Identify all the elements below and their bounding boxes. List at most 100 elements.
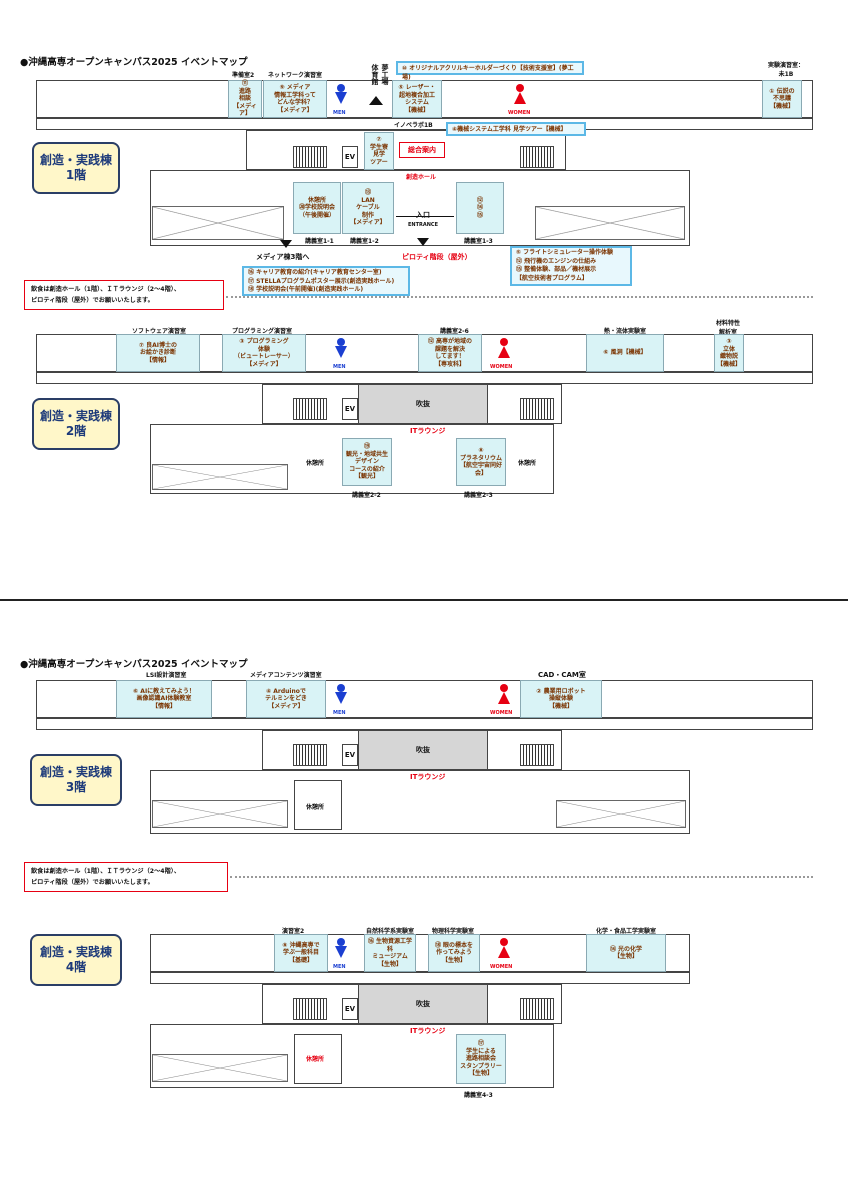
stairs-icon xyxy=(293,398,327,420)
building-name: 創造・実践棟 xyxy=(39,945,112,959)
women-restroom-icon xyxy=(498,684,510,708)
elevator: EV xyxy=(342,998,358,1020)
stairs-icon xyxy=(520,744,554,766)
building-floor4-sign: 創造・実践棟 4階 xyxy=(30,934,122,986)
info-flight: ⑤ フライトシミュレーター操作体験 ⑫ 飛行機のエンジンの仕組み ⑮ 整備体験、… xyxy=(510,246,632,286)
event-room-1[interactable]: ① 伝説の 不思議 【機械】 xyxy=(762,80,802,118)
rest-area-label: 休憩所 xyxy=(306,460,325,467)
room-label-lsi: LSI設計演習室 xyxy=(146,672,187,679)
rest-room-f3 xyxy=(294,780,342,830)
stairs-icon xyxy=(520,398,554,420)
room-label-material-sci: 物理科学実験室 xyxy=(432,928,475,935)
room-label-media-contents: メディアコンテンツ演習室 xyxy=(250,672,322,679)
event-room-16-f4[interactable]: ⑯ 生物資源工学科 ミュージアム 【生物】 xyxy=(364,934,416,972)
media-building-label: メディア棟3階へ xyxy=(256,253,310,261)
building-floor2-sign: 創造・実践棟 2階 xyxy=(32,398,120,450)
floor2-hatch-left xyxy=(152,464,288,490)
event-room-3-f2[interactable]: ③ プログラミング 体験 （ビュートレーサー） 【メディア】 xyxy=(222,334,306,372)
event-room-13b[interactable]: ⑫ ⑭ ⑮ xyxy=(456,182,504,234)
stairs-icon xyxy=(520,146,554,168)
info-keyholder: ⑩ オリジナルアクリルキーホルダーづくり【技術支援室】(夢工場) xyxy=(396,61,584,81)
room-label-software: ソフトウェア演習室 xyxy=(132,328,187,335)
down-arrow-icon xyxy=(417,238,429,246)
event-room-3b-f2[interactable]: ③ 立体 織物説 【機械】 xyxy=(714,334,744,372)
event-room-2-f3[interactable]: ② 農業用ロボット 操縦体験 【機械】 xyxy=(520,680,602,718)
event-room-6-f2[interactable]: ⑥ 風洞【機械】 xyxy=(586,334,664,372)
room-label-material: 材料特性 解析室 xyxy=(716,320,741,336)
men-label: MEN xyxy=(333,364,346,370)
info-mech-tour: ④機械システム工学科 見学ツアー【機械】 xyxy=(446,122,586,136)
event-room-22-f2[interactable]: ⑫ 高専が地域の 課題を解決 してます！ 【専攻科】 xyxy=(418,334,482,372)
event-room-11[interactable]: ⑪ 進路 相談 【メディア】 xyxy=(228,80,262,118)
page-title-bottom: ●沖縄高専オープンキャンパス2025 イベントマップ xyxy=(20,659,248,670)
event-room-7[interactable]: ⑦ 学生寮 見学 ツアー xyxy=(364,132,394,170)
page-divider xyxy=(0,599,848,601)
floor3-corridor xyxy=(36,718,813,730)
event-room-18-f4[interactable]: ⑱ 眼の標本を 作ってみよう 【生物】 xyxy=(428,934,480,972)
rest-room-f4 xyxy=(294,1034,342,1084)
piloti-label: ピロティ階段（屋外） xyxy=(402,253,472,261)
event-room-7-f2[interactable]: ⑦ 良AI博士の お絵かき診断 【情報】 xyxy=(116,334,200,372)
floor3-hatch-left xyxy=(152,800,288,828)
rest-area-1[interactable]: 休憩所 ⑳学校説明会 （午後開催） xyxy=(293,182,341,234)
atrium: 吹抜 xyxy=(358,730,488,770)
floor2-corridor xyxy=(36,372,813,384)
floor1-hatch-right xyxy=(535,206,685,240)
stairs-icon xyxy=(293,998,327,1020)
it-lounge-label: ITラウンジ xyxy=(410,427,446,435)
event-room-14-f4[interactable]: ⑭ 光の化学 【生物】 xyxy=(586,934,666,972)
event-room-4-f3[interactable]: ④ Arduinoで テルミンをどき 【メディア】 xyxy=(246,680,326,718)
women-label: WOMEN xyxy=(490,364,513,370)
entrance-line xyxy=(396,216,454,217)
info-career: ⑯ キャリア教育の紹介(キャリア教育センター室) ⑰ STELLAプログラムポス… xyxy=(242,266,410,296)
room-label-natural: 自然科学系実験室 xyxy=(366,928,415,935)
lecture-room-label: 講義室4-3 xyxy=(464,1092,493,1099)
room-label-programming: プログラミング演習室 xyxy=(232,328,293,335)
it-lounge-label: ITラウンジ xyxy=(410,1027,446,1035)
dotted-divider xyxy=(226,296,813,298)
rest-area-label: 休憩所 xyxy=(306,1056,325,1063)
room-label-network: ネットワーク演習室 xyxy=(268,72,323,79)
event-room-8-f2[interactable]: ⑧ プラネタリウム 【航空宇宙同好 会】 xyxy=(456,438,506,486)
room-label-chem: 化学・食品工学実験室 xyxy=(596,928,657,935)
building-name: 創造・実践棟 xyxy=(39,153,112,167)
women-label: WOMEN xyxy=(490,710,513,716)
floor-number: 1階 xyxy=(65,168,87,182)
innova-label: イノベラボ1B xyxy=(394,122,433,129)
floor4-corridor xyxy=(150,972,690,984)
event-room-9[interactable]: ⑨ メディア 情報工学科って どんな学科？ 【メディア】 xyxy=(263,80,327,118)
info-desk: 総合案内 xyxy=(399,142,445,158)
room-label-fluid: 熱・流体実験室 xyxy=(604,328,647,335)
women-restroom-icon xyxy=(498,938,510,962)
down-arrow-icon xyxy=(280,240,292,248)
event-room-17-f4[interactable]: ⑰ 学生による 進路相談会 スタンプラリー 【生物】 xyxy=(456,1034,506,1084)
men-restroom-icon xyxy=(335,338,347,362)
men-restroom-icon xyxy=(335,84,347,108)
souzou-hall-label: 創造ホール xyxy=(406,174,437,181)
rest-area-label: 休憩所 xyxy=(306,804,325,811)
food-note-bottom: 飲食は創造ホール（1階）、ＩＴラウンジ（2～4階）、 ピロティ階段（屋外）でお願… xyxy=(24,862,228,892)
event-room-13[interactable]: ⑬ LAN ケーブル 制作 【メディア】 xyxy=(342,182,394,234)
floor1-hatch-left xyxy=(152,206,284,240)
it-lounge-label: ITラウンジ xyxy=(410,773,446,781)
building-floor3-sign: 創造・実践棟 3階 xyxy=(30,754,122,806)
room-label-prep2-f4: 演習室2 xyxy=(282,928,305,935)
lecture-room-label: 講義室2-2 xyxy=(352,492,381,499)
event-room-6-f3[interactable]: ⑥ AIに教えてみよう！ 画像認識AI体験教室 【情報】 xyxy=(116,680,212,718)
building-name: 創造・実践棟 xyxy=(39,409,112,423)
room-label-cadcam: CAD・CAM室 xyxy=(538,671,586,679)
event-room-19-f2[interactable]: ⑲ 観光・地域共生 デザイン コースの紹介 【観光】 xyxy=(342,438,392,486)
event-room-8-f4[interactable]: ⑧ 沖縄高専で 学ぶ一般科目 【基礎】 xyxy=(274,934,328,972)
women-restroom-icon xyxy=(514,84,526,108)
elevator: EV xyxy=(342,398,358,420)
women-restroom-icon xyxy=(498,338,510,362)
elevator: EV xyxy=(342,744,358,766)
room-label-lec26: 講義室2-6 xyxy=(440,328,469,335)
up-arrow-icon xyxy=(369,96,383,105)
food-note: 飲食は創造ホール（1階）、ＩＴラウンジ（2～4階）、 ピロティ階段（屋外）でお願… xyxy=(24,280,224,310)
entrance-label: 入口 xyxy=(416,211,430,219)
women-label: WOMEN xyxy=(490,964,513,970)
event-room-5[interactable]: ⑤ レーザー・ 超地複合加工 システム 【機械】 xyxy=(392,80,442,118)
dream-factory-label: 夢工場 xyxy=(381,64,389,85)
floor-number: 3階 xyxy=(65,780,87,794)
